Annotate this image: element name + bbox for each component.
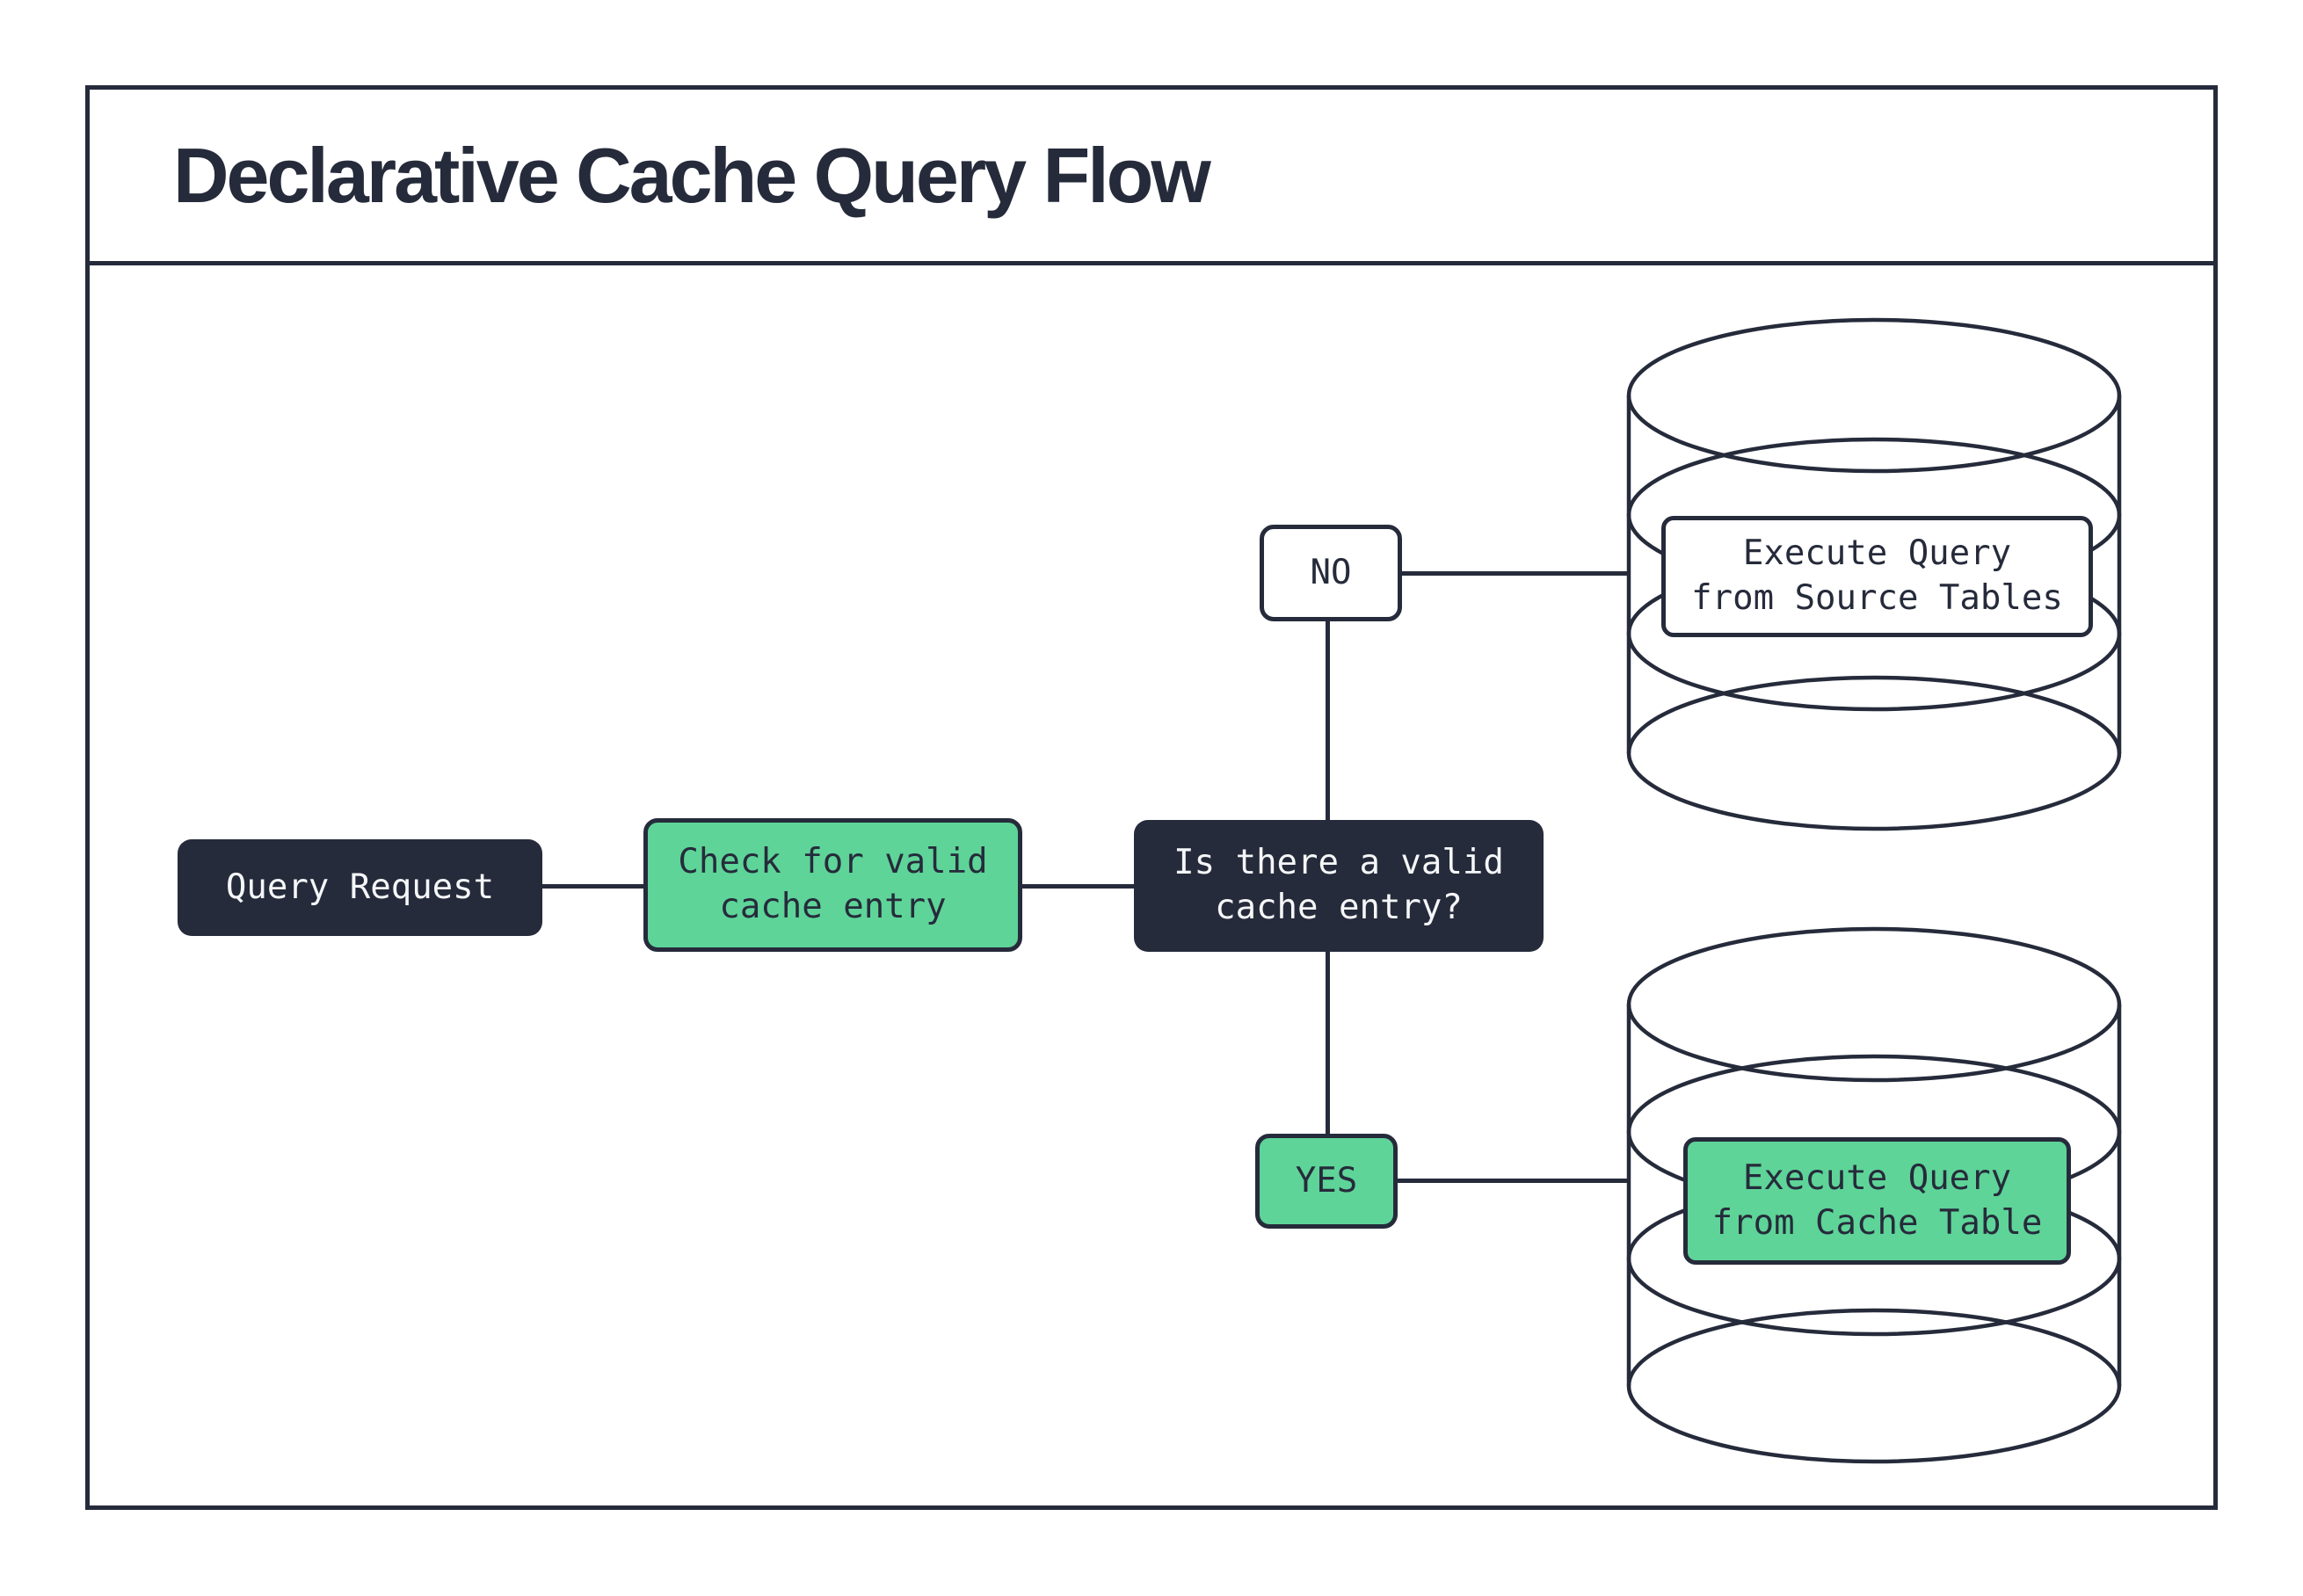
- page-title: Declarative Cache Query Flow: [173, 131, 1211, 219]
- branch-label-yes: YES: [1255, 1134, 1398, 1229]
- connector-no-to-source-db: [1402, 571, 1629, 576]
- node-execute-cache: Execute Query from Cache Table: [1683, 1137, 2071, 1265]
- diagram-frame: [85, 85, 2218, 1510]
- node-execute-source: Execute Query from Source Tables: [1661, 516, 2093, 637]
- connector-decision-to-no: [1326, 621, 1330, 820]
- connector-yes-to-cache-db: [1398, 1179, 1629, 1183]
- branch-label-no: NO: [1260, 525, 1402, 621]
- node-query-request: Query Request: [178, 839, 542, 936]
- node-decision: Is there a valid cache entry?: [1134, 820, 1544, 952]
- node-check-cache: Check for valid cache entry: [643, 818, 1022, 952]
- connector-check-to-decision: [1022, 884, 1134, 889]
- title-bar: Declarative Cache Query Flow: [85, 85, 2218, 265]
- connector-decision-to-yes: [1326, 952, 1330, 1134]
- connector-query-to-check: [542, 884, 643, 889]
